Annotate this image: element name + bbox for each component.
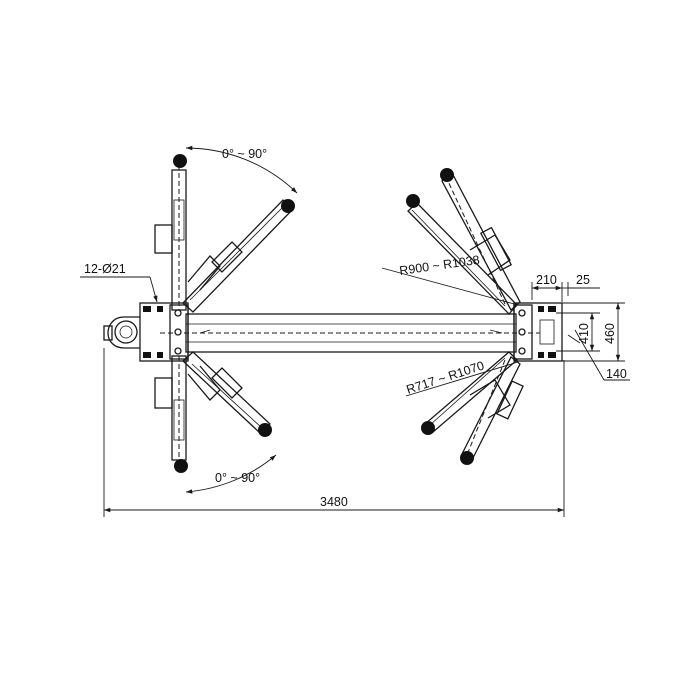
cross-beam bbox=[160, 313, 540, 353]
hole-callout-label: 12-Ø21 bbox=[84, 262, 126, 276]
dim-25-label: 25 bbox=[576, 273, 590, 287]
dim-140-label: 140 bbox=[606, 367, 627, 381]
hole-callout bbox=[80, 276, 158, 303]
overall-width-dimension bbox=[103, 348, 565, 517]
right-top-arms bbox=[381, 168, 521, 315]
radius-label-front: R900 ~ R1038 bbox=[398, 253, 480, 278]
left-bottom-arms bbox=[154, 351, 277, 494]
overall-width-label: 3480 bbox=[320, 495, 348, 509]
right-bottom-arms bbox=[405, 351, 524, 465]
left-top-arms bbox=[154, 145, 298, 313]
right-post bbox=[513, 302, 563, 362]
angle-label-bottom: 0° ~ 90° bbox=[215, 471, 260, 485]
left-power-unit bbox=[103, 316, 140, 349]
dim-210-label: 210 bbox=[536, 273, 557, 287]
dim-460-label: 460 bbox=[603, 323, 617, 344]
post-dimensions bbox=[531, 282, 630, 381]
dim-410-label: 410 bbox=[577, 323, 591, 344]
angle-label-top: 0° ~ 90° bbox=[222, 147, 267, 161]
radius-label-rear: R717 ~ R1070 bbox=[405, 359, 486, 397]
left-post bbox=[139, 302, 189, 362]
